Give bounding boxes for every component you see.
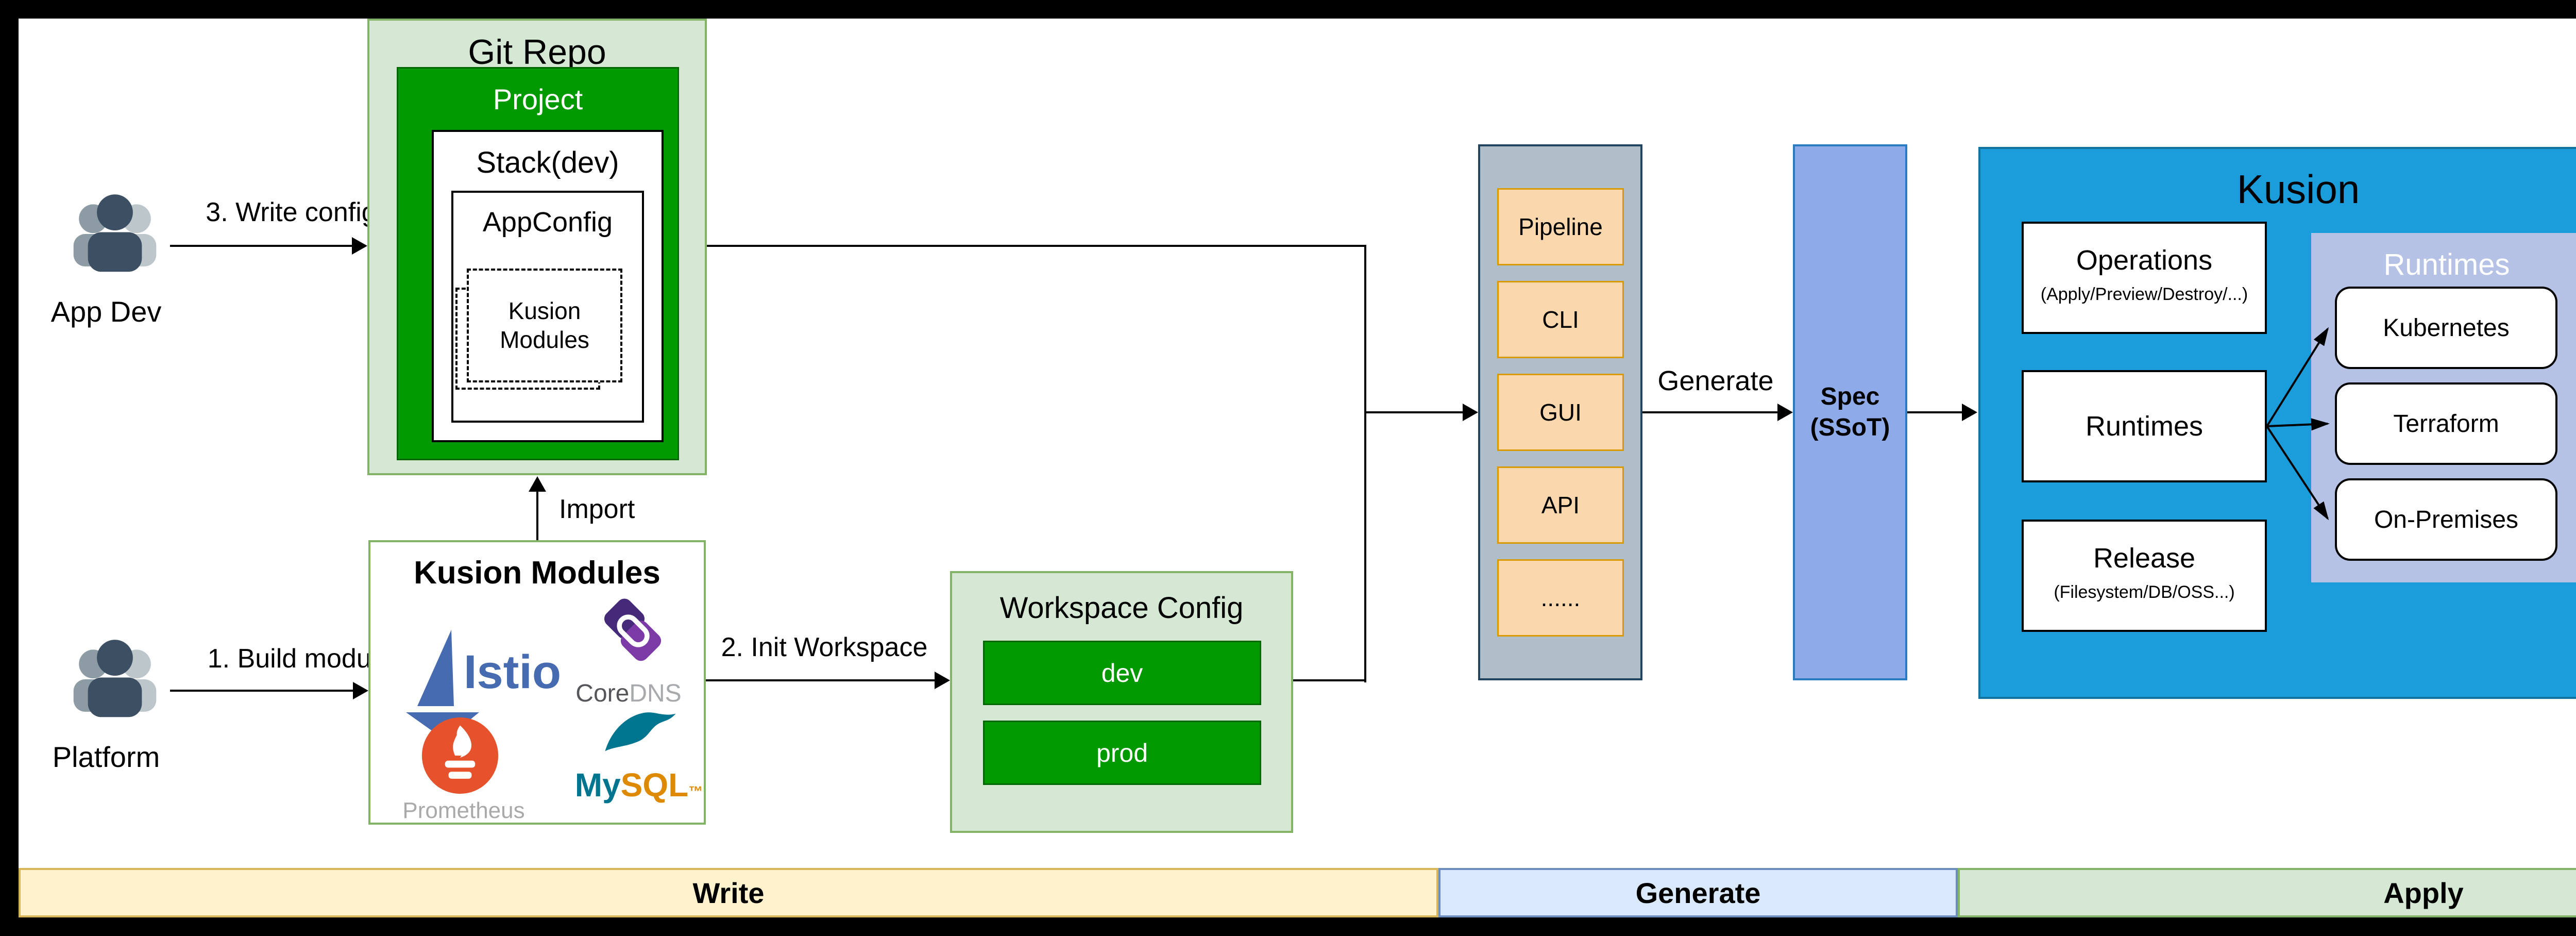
- operations-title: Operations: [2076, 245, 2213, 276]
- runtimes-fan-arrows: [2265, 317, 2337, 530]
- lane-apply-label: Apply: [2383, 876, 2464, 909]
- import-arrowhead: [529, 476, 546, 492]
- workspace-dev-label: dev: [1101, 658, 1143, 688]
- interface-item-api: API: [1497, 466, 1624, 544]
- coredns-label: CoreDNS: [562, 679, 696, 708]
- kusion-modules-box: [368, 540, 706, 825]
- runtime-terraform-box: Terraform: [2335, 382, 2557, 465]
- kusion-modules-dashed-front: [467, 269, 622, 382]
- generate-arrow: [1642, 411, 1778, 413]
- kusion-modules-dashed-label: Kusion Modules: [500, 297, 589, 353]
- interface-item-gui: GUI: [1497, 374, 1624, 451]
- merge-line: [1364, 245, 1366, 682]
- kusion-title: Kusion: [2236, 166, 2360, 212]
- git-repo-out-line: [707, 245, 1365, 247]
- spec-to-kusion-arrowhead: [1962, 404, 1977, 421]
- runtime-kubernetes-label: Kubernetes: [2383, 314, 2510, 342]
- import-label: Import: [559, 494, 635, 524]
- git-repo-title: Git Repo: [468, 32, 606, 72]
- app-dev-label: App Dev: [50, 295, 162, 328]
- coredns-label-dns: DNS: [629, 680, 682, 707]
- workspace-dev-box: dev: [983, 641, 1261, 705]
- write-config-arrow: [170, 245, 353, 247]
- write-config-arrowhead: [352, 237, 367, 255]
- interface-item-label: ......: [1540, 584, 1581, 611]
- kusion-modules-title: Kusion Modules: [414, 555, 660, 591]
- operations-box: [2022, 222, 2267, 334]
- interface-item-pipeline: Pipeline: [1497, 188, 1624, 265]
- workspace-prod-label: prod: [1096, 738, 1148, 767]
- interfaces-in-arrowhead: [1463, 404, 1478, 421]
- interface-item-more: ......: [1497, 559, 1624, 637]
- workspace-out-line: [1293, 679, 1366, 681]
- interface-item-label: Pipeline: [1518, 213, 1603, 240]
- prometheus-label: Prometheus: [402, 798, 525, 823]
- import-arrow: [536, 490, 538, 540]
- init-workspace-label: 2. Init Workspace: [721, 632, 928, 662]
- runtimes-box: Runtimes: [2022, 370, 2267, 482]
- app-dev-people-icon: [61, 185, 169, 283]
- workspace-config-title: Workspace Config: [999, 591, 1244, 625]
- build-modules-arrowhead: [353, 682, 368, 699]
- spec-box: Spec (SSoT): [1793, 144, 1907, 680]
- runtime-kubernetes-box: Kubernetes: [2335, 287, 2557, 369]
- prometheus-logo: [420, 715, 500, 796]
- project-label: Project: [493, 83, 583, 115]
- runtime-terraform-label: Terraform: [2393, 410, 2499, 438]
- operations-subtitle: (Apply/Preview/Destroy/...): [2040, 285, 2248, 304]
- interface-item-cli: CLI: [1497, 281, 1624, 358]
- mysql-label: MySQL™: [562, 766, 716, 804]
- interface-item-label: GUI: [1539, 399, 1582, 426]
- lane-write-label: Write: [692, 876, 765, 909]
- mysql-label-tm: ™: [688, 783, 703, 799]
- workspace-prod-box: prod: [983, 721, 1261, 785]
- interfaces-in-arrow: [1364, 411, 1463, 413]
- release-box: [2022, 520, 2267, 632]
- istio-label: Istio: [464, 646, 562, 698]
- lane-generate: Generate: [1438, 868, 1958, 917]
- runtime-onpremises-label: On-Premises: [2374, 506, 2519, 533]
- stack-label: Stack(dev): [476, 146, 619, 179]
- generate-arrowhead: [1777, 404, 1793, 421]
- spec-label-line2: (SSoT): [1810, 414, 1890, 441]
- lane-generate-label: Generate: [1635, 876, 1761, 909]
- init-workspace-arrowhead: [935, 672, 950, 689]
- init-workspace-arrow: [706, 679, 936, 681]
- generate-label: Generate: [1657, 365, 1774, 396]
- lane-apply: Apply: [1958, 868, 2576, 917]
- spec-to-kusion-arrow: [1907, 411, 1964, 413]
- appconfig-label: AppConfig: [482, 207, 613, 238]
- coredns-label-core: Core: [575, 680, 630, 707]
- release-subtitle: (Filesystem/DB/OSS...): [2054, 582, 2235, 602]
- coredns-logo: [591, 598, 674, 680]
- runtimes-box-label: Runtimes: [2085, 411, 2204, 442]
- lane-write: Write: [19, 868, 1438, 917]
- spec-label-line1: Spec: [1820, 383, 1880, 410]
- write-config-label: 3. Write config: [206, 197, 377, 227]
- runtimes-panel-title: Runtimes: [2383, 248, 2510, 281]
- build-modules-arrow: [170, 690, 354, 692]
- interface-item-label: API: [1541, 492, 1580, 519]
- platform-people-icon: [61, 630, 169, 729]
- runtime-onpremises-box: On-Premises: [2335, 478, 2557, 561]
- platform-label: Platform: [52, 741, 160, 773]
- mysql-logo: [602, 704, 679, 761]
- mysql-label-my: My: [574, 766, 621, 804]
- mysql-label-sql: SQL: [620, 766, 689, 804]
- release-title: Release: [2093, 543, 2196, 574]
- interface-item-label: CLI: [1542, 306, 1579, 333]
